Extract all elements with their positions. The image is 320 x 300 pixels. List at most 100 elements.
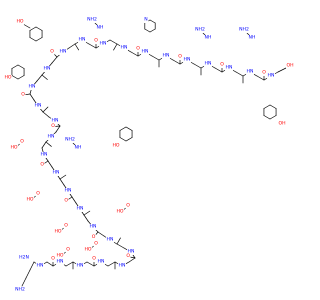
amide-nitrogen-label: HN (184, 57, 191, 63)
ring-bond (263, 104, 271, 109)
atom-label-mask (51, 118, 59, 124)
amide-nitrogen-label: HN (226, 65, 233, 71)
ring-bond (125, 126, 133, 131)
bond (277, 67, 287, 73)
ring-bond (29, 26, 37, 31)
amide-nitrogen-label: HN (44, 66, 51, 72)
bond (83, 210, 91, 216)
atom-label-mask (64, 137, 76, 143)
bond (116, 243, 125, 249)
ring-bond (149, 19, 156, 24)
bond (109, 39, 118, 45)
amide-nitrogen-label: HN (98, 259, 105, 265)
carbonyl-oxygen-label: O (136, 46, 140, 52)
tyrosine-ring-3 (119, 126, 133, 142)
bond (29, 93, 35, 101)
atom-label-mask (76, 263, 84, 269)
bond (68, 43, 76, 49)
arginine-imine-label-0: NH (97, 25, 104, 31)
amide-nitrogen-label: HN (90, 224, 97, 230)
atom-label-mask (267, 73, 275, 79)
atom-label-mask (96, 25, 104, 31)
acid-hydroxyl-label-5: HO (56, 253, 63, 259)
arginine-amine-label-1: NH2 (195, 27, 205, 33)
ring-bond (119, 137, 127, 142)
bond (113, 43, 118, 51)
atom-label-mask (261, 70, 267, 76)
atom-label-mask (50, 123, 56, 130)
ring-bond (269, 115, 277, 120)
acid-hydroxyl-label-1: HO (26, 197, 33, 203)
bond (130, 51, 139, 57)
carbonyl-oxygen-label: O (50, 49, 54, 55)
ring-bond (11, 75, 19, 80)
ring-bond (11, 64, 19, 69)
atom-label-mask (74, 145, 82, 151)
bond (51, 56, 58, 64)
carbonyl-oxygen-label: O (64, 197, 68, 203)
ring-bond (149, 28, 156, 33)
atom-label-mask (39, 161, 45, 168)
atom-label-mask (54, 229, 62, 235)
atom-label-mask (97, 259, 105, 265)
amide-nitrogen-label: HN (41, 152, 48, 158)
atom-label-mask (78, 37, 86, 43)
acid-oxygen-label-0: O (20, 139, 24, 145)
bond (86, 261, 95, 267)
lysine-amine-label: NH2 (15, 287, 25, 293)
atom-label-mask (125, 203, 131, 209)
bond (21, 277, 27, 287)
bond (45, 141, 52, 147)
bond (116, 237, 121, 245)
atom-labels: HNHNHNHNHNHNHNHNHNHNHNHNHNHNHNHNHNHNHNHN… (4, 17, 294, 293)
bond (151, 55, 160, 61)
acid-oxygen-label-2: O (64, 223, 68, 229)
bond (55, 125, 61, 133)
atom-label-mask (52, 170, 60, 176)
bond (59, 174, 67, 180)
acid-oxygen-label-4: O (126, 203, 130, 209)
atom-label-mask (35, 191, 41, 197)
atom-label-mask (26, 197, 34, 203)
amide-nitrogen-label: HN (37, 263, 44, 269)
bond (46, 261, 54, 267)
amide-nitrogen-label: HN (77, 206, 84, 212)
atom-label-mask (50, 256, 56, 262)
acid-hydroxyl-label-2: HO (54, 229, 61, 235)
atom-label-mask (238, 27, 250, 33)
atom-label-mask (14, 287, 26, 293)
bond (235, 71, 244, 77)
amide-nitrogen-label: HN (65, 188, 72, 194)
atom-label-mask (18, 255, 30, 261)
ring-bond (35, 37, 43, 42)
atom-label-mask (177, 54, 183, 60)
bond (193, 63, 202, 69)
atom-label-mask (76, 206, 84, 212)
bond (83, 214, 89, 222)
acid-hydroxyl-label-3: HO (84, 247, 91, 253)
tyrosine-1-hydroxyl-label: HO (16, 19, 23, 25)
atom-label-mask (65, 247, 71, 253)
atom-label-mask (91, 256, 97, 262)
tyrosine-ring-4 (263, 104, 277, 120)
bond (74, 43, 80, 51)
amide-nitrogen-label: HN (128, 249, 135, 255)
amide-nitrogen-label: HN (100, 41, 107, 47)
atom-label-mask (204, 35, 212, 41)
bond (41, 74, 48, 80)
amide-nitrogen-label: HN (107, 237, 114, 243)
acid-hydroxyl-label-0: HO (10, 145, 17, 151)
bond (214, 67, 223, 73)
atom-label-mask (194, 27, 206, 33)
bond (172, 59, 181, 65)
bond (128, 257, 136, 263)
n-terminus-amine-label: H2N (19, 255, 29, 261)
bond (107, 261, 116, 267)
amide-nitrogen-label: HN (52, 118, 59, 124)
amide-nitrogen-label: HN (57, 259, 64, 265)
bond (29, 261, 35, 271)
carbonyl-oxygen-label: O (92, 234, 96, 240)
atom-label-mask (10, 145, 18, 151)
amide-nitrogen-label: HN (268, 73, 275, 79)
atom-label-mask (225, 65, 233, 71)
